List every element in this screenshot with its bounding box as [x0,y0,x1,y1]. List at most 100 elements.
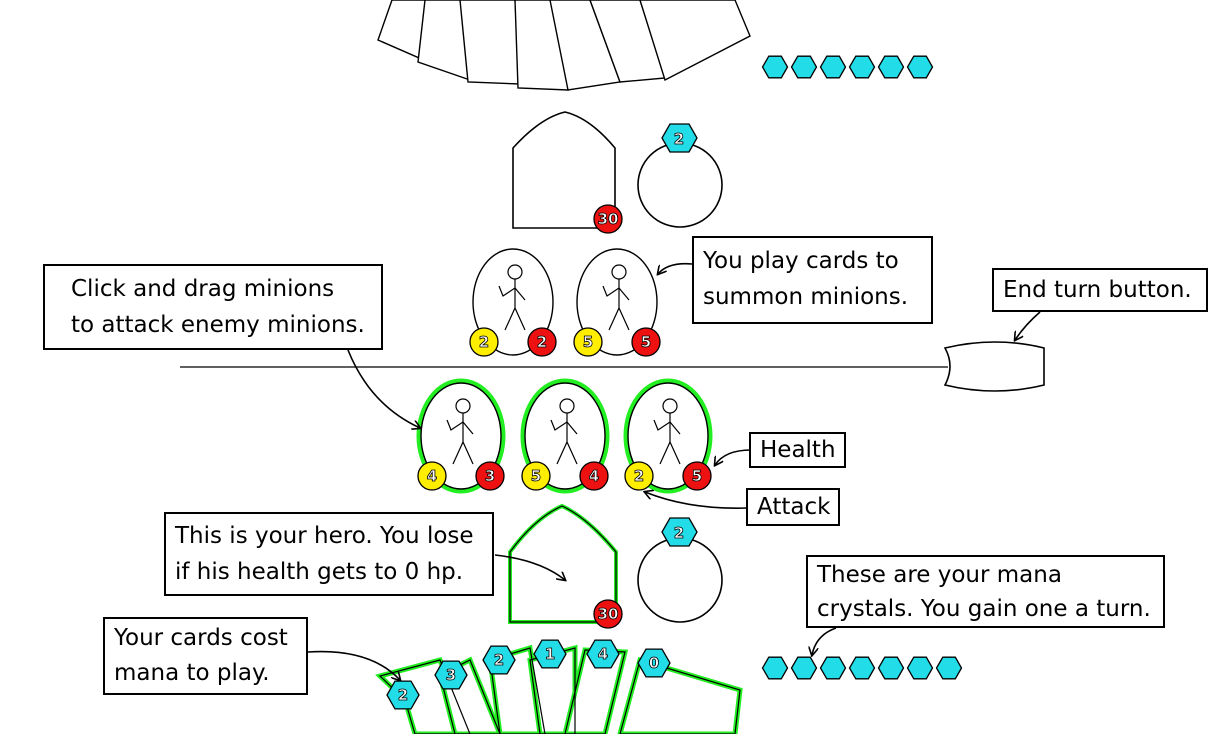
svg-text:5: 5 [531,467,541,485]
svg-text:4: 4 [598,645,608,663]
callout-hero-line-1: This is your hero. You lose [175,523,474,549]
opponent-hero-health-badge: 30 [593,204,623,234]
card-cost-gem: 0 [637,648,671,678]
arrow-play-cards [658,262,693,274]
opponent-hero-power[interactable] [637,142,723,228]
minion-health-badge: 5 [631,327,661,357]
mana-crystal [819,656,847,680]
annotation-arrows [307,262,1041,680]
mana-crystal [761,656,789,680]
minion-health-badge: 5 [682,461,712,491]
svg-text:30: 30 [598,605,619,623]
stick-figure-icon [653,398,681,465]
arrow-mana [812,627,837,655]
opponent-mana-crystals [761,55,934,79]
stick-figure-icon [550,398,578,465]
mana-crystal [848,55,876,79]
svg-text:2: 2 [537,333,547,351]
minion-attack-badge: 4 [417,461,447,491]
card-cost-gem: 1 [533,639,567,669]
opponent-card-back [639,0,751,82]
hand-card[interactable] [617,656,743,734]
stick-figure-icon [498,264,526,331]
opponent-card-back [459,0,521,85]
callout-mana-line-2: crystals. You gain one a turn. [817,596,1151,622]
mana-crystal [877,55,905,79]
callout-card-cost-line-2: mana to play. [114,660,270,686]
svg-text:1: 1 [545,645,555,663]
callout-drag-minions-line-2: to attack enemy minions. [71,312,365,338]
callout-end-turn-line-1: End turn button. [1003,277,1192,303]
callout-drag-minions-line-1: Click and drag minions [71,276,335,302]
hand-card-costs: 2 3 2 1 4 0 [386,639,671,710]
player-hero-outline [509,505,617,623]
callout-play-cards-line-1: You play cards to [703,248,899,274]
callout-attack-line-1: Attack [757,494,831,520]
svg-text:2: 2 [479,333,489,351]
stick-figure-icon [602,264,630,331]
arrow-hero [494,554,565,580]
mana-crystal [819,55,847,79]
svg-text:4: 4 [589,467,599,485]
callout-card-cost: Your cards cost mana to play. [103,617,308,695]
mana-crystal [906,656,934,680]
mana-crystal [848,656,876,680]
player-hero-power[interactable] [637,537,723,623]
callout-attack: Attack [746,488,840,526]
arrow-card-cost [307,650,400,680]
minion-health-badge: 3 [475,461,505,491]
minion-attack-badge: 2 [624,461,654,491]
card-cost-gem: 3 [434,660,468,690]
mana-crystal [790,656,818,680]
player-hero-health-badge: 30 [593,599,623,629]
mana-crystal [790,55,818,79]
arrow-end-turn [1015,311,1041,340]
svg-text:2: 2 [494,651,504,669]
mana-crystal [906,55,934,79]
arrow-drag-minions [347,349,420,428]
opponent-hero-portrait[interactable] [512,111,616,229]
svg-text:4: 4 [427,467,437,485]
minion-attack-badge: 2 [469,327,499,357]
callout-mana-line-1: These are your mana [817,562,1062,588]
arrow-health [715,449,752,465]
callout-hero-line-2: if his health gets to 0 hp. [175,559,464,585]
svg-text:2: 2 [674,524,684,542]
mana-crystal [935,656,963,680]
svg-text:2: 2 [398,686,408,704]
callout-drag-minions: Click and drag minions to attack enemy m… [43,264,383,350]
minion-attack-badge: 5 [573,327,603,357]
mana-crystal [761,55,789,79]
end-turn-button[interactable] [943,341,1045,392]
callout-card-cost-line-1: Your cards cost [114,625,288,651]
callout-hero: This is your hero. You lose if his healt… [164,512,494,596]
card-cost-gem: 4 [586,639,620,669]
svg-text:5: 5 [692,467,702,485]
opponent-hero-power-cost: 2 [661,123,698,153]
svg-text:5: 5 [641,333,651,351]
callout-end-turn: End turn button. [992,268,1208,312]
minion-health-badge: 4 [579,461,609,491]
mana-crystal [877,656,905,680]
callout-mana-crystals: These are your mana crystals. You gain o… [806,555,1165,628]
card-cost-gem: 2 [482,645,516,675]
arrow-attack [645,492,749,509]
svg-text:3: 3 [485,467,495,485]
svg-text:2: 2 [674,130,684,148]
svg-text:3: 3 [446,666,456,684]
player-hero-power-cost: 2 [661,517,698,547]
svg-text:0: 0 [649,654,659,672]
stick-figure-icon [446,398,474,465]
callout-health-line-1: Health [760,437,836,463]
opponent-hand [377,0,751,91]
svg-text:30: 30 [598,210,619,228]
card-cost-gem: 2 [386,680,420,710]
